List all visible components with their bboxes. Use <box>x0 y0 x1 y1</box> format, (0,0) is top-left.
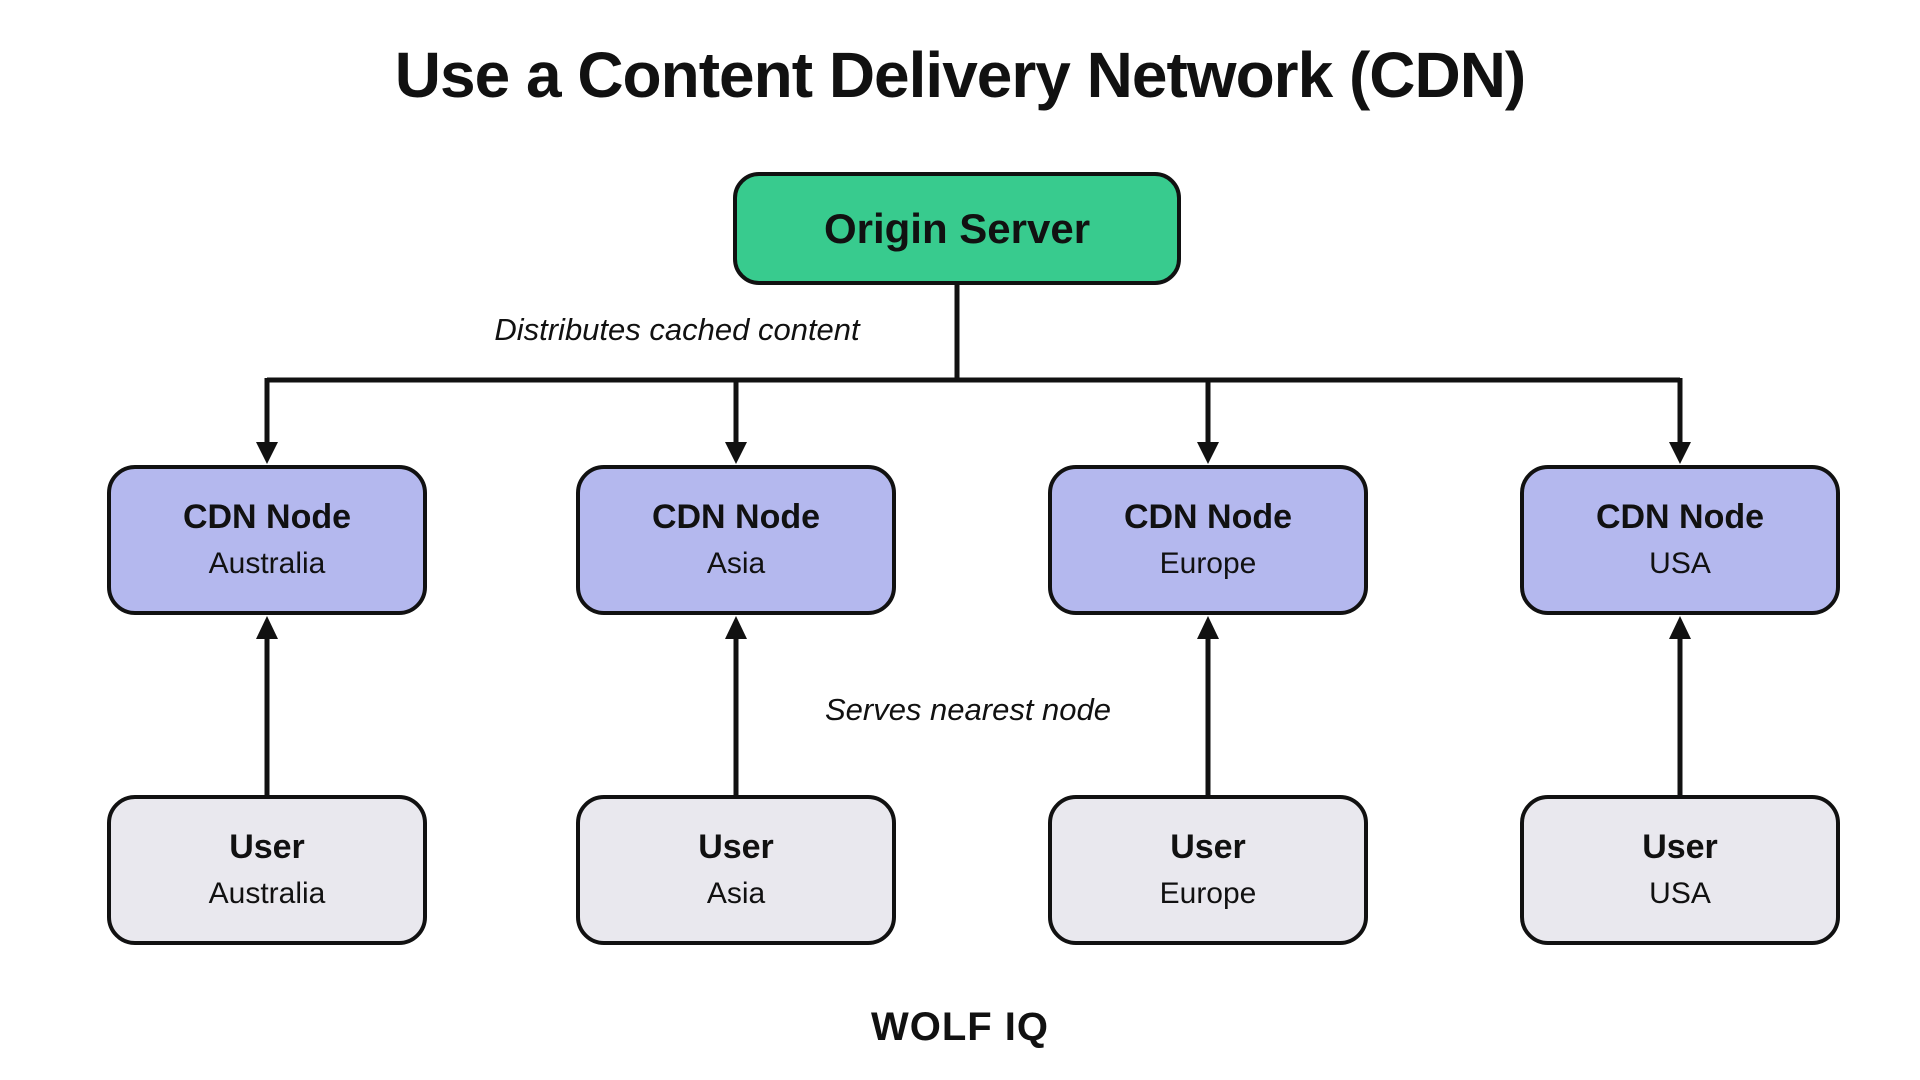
cdn-node-title: CDN Node <box>1595 498 1765 537</box>
cdn-node-asia: CDN Node Asia <box>576 465 896 615</box>
cdn-node-title: CDN Node <box>651 498 821 537</box>
user-region: USA <box>1649 876 1711 910</box>
edge-label-distributes: Distributes cached content <box>494 312 860 347</box>
page-title: Use a Content Delivery Network (CDN) <box>394 39 1526 111</box>
arrowhead-up-europe <box>1197 616 1219 639</box>
cdn-node-title: CDN Node <box>1123 498 1293 537</box>
user-region: Australia <box>208 876 326 910</box>
cdn-node-region: Australia <box>208 546 326 580</box>
brand-logo: WOLF IQ <box>870 1005 1050 1049</box>
cdn-node-region: Europe <box>1159 546 1257 580</box>
arrowhead-down-usa <box>1669 442 1691 464</box>
arrowhead-down-asia <box>725 442 747 464</box>
arrowhead-down-australia <box>256 442 278 464</box>
user-asia: User Asia <box>576 795 896 945</box>
origin-server-label: Origin Server <box>823 204 1091 252</box>
user-region: Europe <box>1159 876 1257 910</box>
cdn-node-region: Asia <box>706 546 766 580</box>
user-australia: User Australia <box>107 795 427 945</box>
user-europe: User Europe <box>1048 795 1368 945</box>
origin-server-box: Origin Server <box>733 172 1181 285</box>
arrowhead-up-asia <box>725 616 747 639</box>
arrowhead-up-australia <box>256 616 278 639</box>
user-title: User <box>698 828 774 867</box>
user-region: Asia <box>706 876 766 910</box>
cdn-node-australia: CDN Node Australia <box>107 465 427 615</box>
cdn-node-europe: CDN Node Europe <box>1048 465 1368 615</box>
cdn-node-title: CDN Node <box>182 498 352 537</box>
arrowhead-up-usa <box>1669 616 1691 639</box>
cdn-node-usa: CDN Node USA <box>1520 465 1840 615</box>
user-title: User <box>1170 828 1246 867</box>
edge-label-serves: Serves nearest node <box>824 692 1112 727</box>
user-usa: User USA <box>1520 795 1840 945</box>
user-title: User <box>229 828 305 867</box>
arrowhead-down-europe <box>1197 442 1219 464</box>
cdn-node-region: USA <box>1649 546 1711 580</box>
user-title: User <box>1642 828 1718 867</box>
